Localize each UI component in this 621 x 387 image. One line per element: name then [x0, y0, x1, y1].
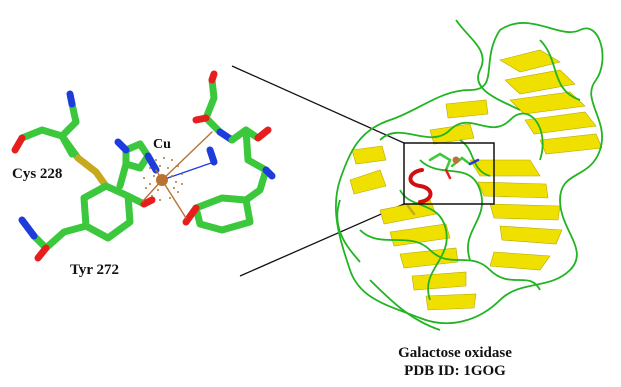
caption-pdb-id: PDB ID: 1GOG [404, 363, 506, 379]
tyr272-residue [18, 182, 156, 262]
zoom-box [403, 142, 495, 205]
cu-coordination-bonds [141, 131, 215, 219]
cu-dot-sphere [143, 157, 183, 201]
tyr272-label: Tyr 272 [70, 262, 120, 278]
cu-atom [156, 174, 168, 186]
right-residues [182, 70, 276, 234]
alpha-helix [408, 168, 433, 204]
active-site-in-protein [406, 152, 480, 216]
cys228-residue [11, 90, 110, 190]
cu-label: Cu [153, 137, 171, 152]
active-site-stick-model [11, 70, 276, 262]
protein-ribbon-model [334, 19, 604, 331]
caption-protein-name: Galactose oxidase [398, 345, 512, 361]
coil [334, 19, 604, 331]
his-residue [114, 138, 160, 190]
figure-caption: Galactose oxidase PDB ID: 1GOG [360, 344, 550, 380]
zoom-connector-lines [231, 65, 405, 277]
cys228-label: Cys 228 [12, 166, 63, 182]
